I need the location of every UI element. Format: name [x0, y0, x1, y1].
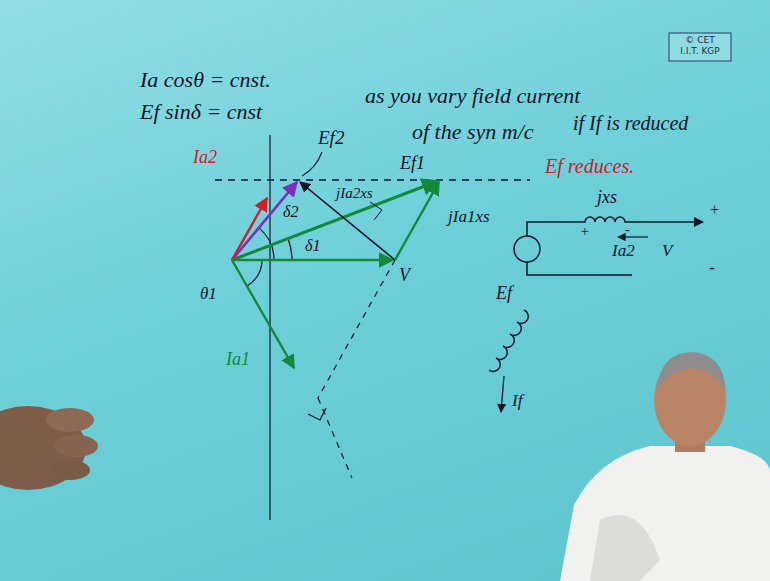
leader-line [302, 152, 322, 176]
angle-label: θ1 [200, 285, 217, 304]
phasor-label: Ef2 [318, 128, 344, 149]
condition-equation: Ia cosθ = cnst. [140, 68, 271, 92]
phasor-label: jIa1xs [448, 208, 490, 227]
circuit-wire [527, 262, 632, 275]
note-text: if If is reduced [573, 112, 688, 134]
angle-label: δ1 [305, 237, 320, 255]
shirt-shadow [590, 515, 660, 581]
current-phasor [232, 198, 267, 260]
phasor-label: Ia1 [226, 350, 250, 370]
emf-phasor [232, 182, 297, 260]
finger-shape [46, 408, 94, 432]
voltage-source-symbol [514, 236, 540, 262]
note-text: Ef reduces. [545, 155, 634, 177]
angle-arc [247, 260, 262, 286]
finger-shape [50, 460, 90, 480]
construction-dashed-line [318, 398, 352, 478]
construction-dashed-line [318, 260, 395, 398]
reactance-drop-phasor [395, 182, 439, 260]
locus-dashed-line [215, 179, 530, 180]
finger-shape [54, 435, 98, 457]
polarity-sign: + [580, 224, 589, 239]
circuit-label: V [662, 242, 672, 261]
emf-phasor [232, 181, 438, 260]
condition-equation: Ef sinδ = cnst [140, 100, 262, 124]
phasor-label: Ia2 [193, 148, 217, 168]
right-angle-mark [308, 408, 326, 420]
phasor-label: Ef1 [400, 154, 425, 174]
circuit-wire [527, 217, 703, 236]
angle-label: δ2 [283, 203, 298, 221]
lecturer-shirt [560, 446, 770, 581]
note-text: of the syn m/c [412, 120, 534, 144]
phasor-label: jIa2xs [336, 185, 373, 202]
logo-text: I.I.T. KGP [672, 47, 728, 57]
voltage-phasor [232, 259, 393, 262]
right-angle-mark [370, 202, 382, 220]
polarity-sign: + [709, 201, 720, 219]
circuit-label: If [512, 392, 522, 411]
logo-box [669, 33, 731, 61]
logo-text: © CET [672, 36, 728, 46]
polarity-sign: - [709, 258, 715, 278]
current-arrow [618, 236, 648, 237]
phasor-label: V [399, 266, 410, 286]
circuit-label: jxs [597, 188, 617, 208]
note-text: as you vary field current [365, 84, 580, 108]
circuit-label: Ef [496, 284, 512, 304]
current-arrow [501, 376, 504, 412]
lecturer-hair [656, 352, 726, 392]
reactance-drop-phasor [300, 182, 395, 260]
field-winding-symbol [489, 310, 528, 371]
circuit-label: Ia2 [612, 242, 635, 261]
angle-arc [288, 239, 292, 261]
polarity-sign: - [625, 222, 630, 237]
